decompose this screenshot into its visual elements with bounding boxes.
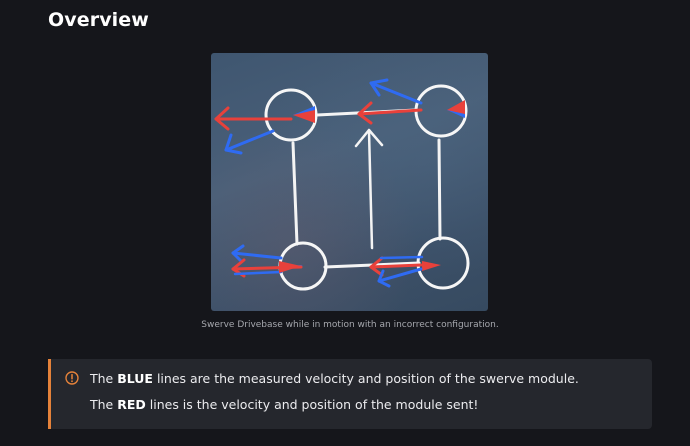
callout-line-blue-prefix: The — [90, 371, 118, 386]
warning-circle-icon — [65, 371, 79, 385]
callout-line-red-suffix: lines is the velocity and position of th… — [145, 397, 479, 412]
figure-caption: Swerve Drivebase while in motion with an… — [201, 320, 499, 330]
swerve-module-rear-left — [231, 241, 328, 291]
callout-line-blue: The BLUE lines are the measured velocity… — [90, 371, 579, 387]
callout-line-red: The RED lines is the velocity and positi… — [90, 397, 478, 413]
heading-arrow — [354, 128, 384, 250]
swerve-module-rear-right — [369, 236, 470, 290]
swerve-module-front-right — [357, 78, 468, 138]
frame-right-rail — [437, 138, 442, 241]
swerve-diagram — [214, 78, 470, 291]
frame-left-rail — [291, 141, 299, 246]
section-heading-overview: Overview — [48, 9, 149, 31]
callout-emphasis-blue: BLUE — [117, 371, 153, 386]
callout-emphasis-red: RED — [117, 397, 146, 412]
swerve-module-front-left — [214, 88, 318, 155]
swerve-drivebase-figure — [211, 53, 488, 311]
callout-line-blue-suffix: lines are the measured velocity and posi… — [152, 371, 579, 386]
callout-line-red-prefix: The — [90, 397, 118, 412]
warning-callout: The BLUE lines are the measured velocity… — [48, 359, 652, 429]
